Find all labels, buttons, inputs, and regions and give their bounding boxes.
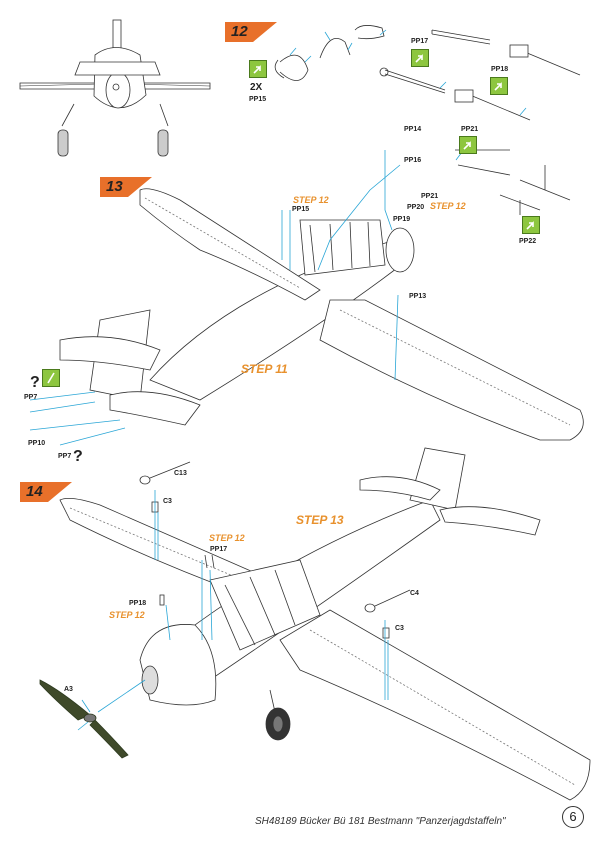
label-pp21: PP21 [421, 193, 439, 200]
step-14-flag: 14 [20, 482, 72, 502]
label-c13: C13 [174, 470, 187, 477]
label-pp22: PP22 [519, 238, 537, 245]
step12-ref-c: STEP 12 [209, 533, 245, 543]
label-pp17: PP17 [411, 38, 429, 45]
propeller [39, 679, 129, 759]
label-pp20: PP20 [407, 204, 425, 211]
photo-etch-bend-icon [490, 77, 508, 95]
photo-etch-bend-icon [249, 60, 267, 78]
label-c4: C4 [410, 590, 419, 597]
label-pp7-bottom: PP7 [58, 453, 72, 460]
step-12-number: 12 [231, 23, 248, 40]
step-14-number: 14 [26, 483, 43, 500]
label-pp14: PP14 [404, 126, 422, 133]
question-mark-top: ? [30, 374, 40, 391]
label-pp18: PP18 [491, 66, 509, 73]
question-mark-bottom: ? [73, 448, 83, 465]
step-flag-icon [225, 22, 277, 42]
step-flag-icon [20, 482, 72, 502]
step13-ref: STEP 13 [296, 513, 344, 527]
step12-ref-b: STEP 12 [430, 201, 466, 211]
label-pp15-step13: PP15 [292, 206, 310, 213]
label-pp10: PP10 [28, 440, 46, 447]
page-number: 6 [562, 806, 584, 828]
aircraft-step14 [59, 447, 591, 801]
aircraft-step13 [59, 188, 584, 441]
front-view-aircraft [19, 19, 211, 157]
label-pp15: PP15 [249, 96, 267, 103]
pp15-quantity: 2X [250, 82, 263, 93]
label-pp18-step14: PP18 [129, 600, 147, 607]
step-13-flag: 13 [100, 177, 152, 197]
label-pp21-badge: PP21 [461, 126, 479, 133]
step-12-flag: 12 [225, 22, 277, 42]
photo-etch-bend-icon [459, 136, 477, 154]
step-flag-icon [100, 177, 152, 197]
step12-ref-a: STEP 12 [293, 195, 329, 205]
label-pp7-top: PP7 [24, 394, 38, 401]
photo-etch-bend-icon [411, 49, 429, 67]
label-pp17-step14: PP17 [210, 546, 228, 553]
step-13-number: 13 [106, 178, 123, 195]
label-pp19: PP19 [393, 216, 411, 223]
step12-ref-d: STEP 12 [109, 610, 145, 620]
footer-title: SH48189 Bücker Bü 181 Bestmann "Panzerja… [255, 816, 506, 827]
step11-ref: STEP 11 [241, 362, 288, 376]
label-c3-left: C3 [163, 498, 172, 505]
photo-etch-bend-icon [522, 216, 540, 234]
blue-guides-step14 [77, 490, 389, 731]
label-pp16: PP16 [404, 157, 422, 164]
label-pp13: PP13 [409, 293, 427, 300]
photo-etch-bend-icon [42, 369, 60, 387]
blue-guides-step13 [29, 150, 401, 446]
label-a3: A3 [64, 686, 73, 693]
blue-callouts-top [289, 29, 527, 161]
label-c3-right: C3 [395, 625, 404, 632]
